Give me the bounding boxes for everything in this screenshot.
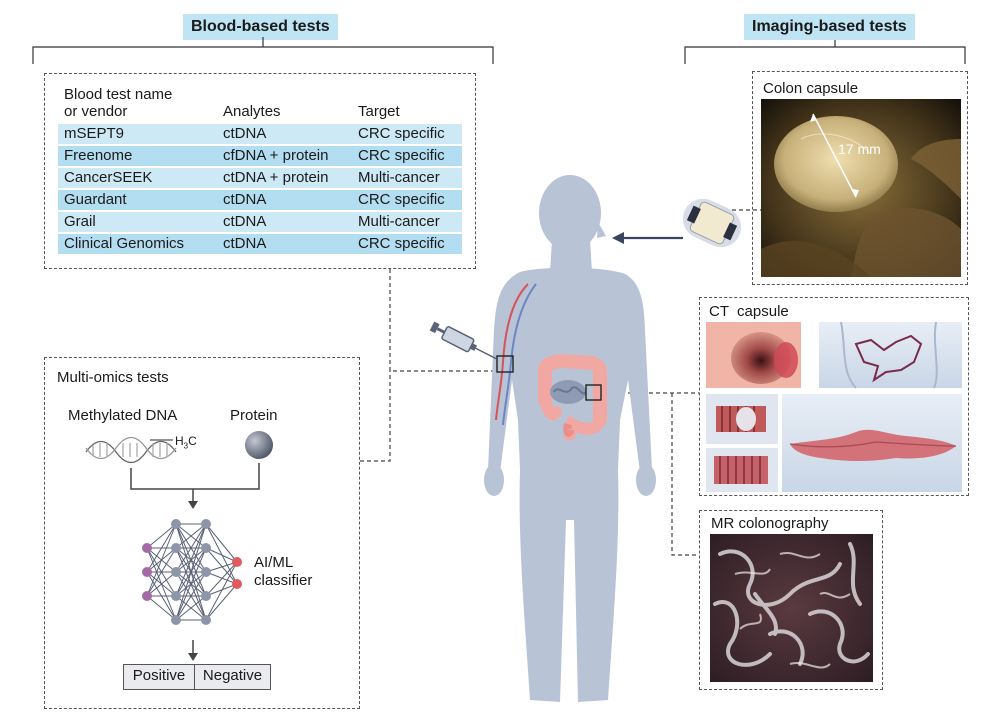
nn-edge (146, 523, 177, 573)
body-silhouette (484, 175, 656, 702)
nn-edge (175, 595, 207, 621)
nn-node (201, 615, 211, 625)
dna-helix-icon (85, 436, 177, 464)
ct-capsule-title: CT capsule (709, 303, 789, 320)
nn-node (171, 567, 181, 577)
nn-edge (175, 571, 207, 621)
blood-tests-header: Blood-based tests (183, 14, 338, 40)
nn-edge (205, 547, 238, 563)
nn-node (142, 543, 152, 553)
nn-node (142, 567, 152, 577)
nn-edge (175, 523, 207, 573)
syringe-icon (429, 321, 497, 360)
nn-edge (175, 547, 207, 621)
col-header-target: Target (358, 103, 400, 120)
negative-label: Negative (202, 667, 263, 684)
imaging-tests-header: Imaging-based tests (744, 14, 915, 40)
nn-node (171, 543, 181, 553)
capsule-icon (682, 198, 742, 248)
classifier-label: AI/ML classifier (254, 554, 313, 589)
nn-node (232, 557, 242, 567)
mr-colonography-image (710, 534, 873, 682)
positive-label: Positive (132, 667, 186, 684)
measurement-label: 17 mm (838, 141, 881, 157)
colon-capsule-title: Colon capsule (763, 80, 859, 97)
protein-label: Protein (230, 407, 278, 424)
nn-node (171, 519, 181, 529)
arm-focus-square (496, 355, 514, 373)
blood-tests-table: Blood test name or vendor Analytes Targe… (58, 84, 462, 256)
colon-capsule-image (761, 99, 961, 277)
nn-node (201, 567, 211, 577)
col-header-analytes: Analytes (223, 103, 281, 120)
colon-focus-square (585, 384, 602, 401)
multiomics-title: Multi-omics tests (57, 369, 169, 386)
nn-edge (175, 523, 207, 549)
nn-edge (175, 523, 207, 621)
nn-edge (205, 561, 238, 573)
nn-edge (205, 547, 238, 585)
methylated-dna-label: Methylated DNA (68, 407, 178, 424)
h3c-label: H3C (175, 434, 197, 451)
colon-capsule-box (752, 71, 968, 285)
multiomics-box (44, 357, 360, 709)
mr-colonography-box (699, 510, 883, 690)
nn-edge (146, 523, 177, 597)
nn-edge (175, 523, 207, 597)
col-header-name: Blood test name or vendor (64, 86, 173, 120)
nn-edge (146, 523, 177, 549)
nn-edge (146, 571, 177, 597)
nn-node (171, 591, 181, 601)
nn-edge (205, 523, 238, 563)
classification-output: Positive Negative (123, 664, 271, 690)
nn-node (201, 543, 211, 553)
nn-node (171, 615, 181, 625)
nn-node (201, 591, 211, 601)
mr-colonography-title: MR colonography (711, 515, 829, 532)
blood-tests-box (44, 73, 476, 269)
nn-node (142, 591, 152, 601)
colon-illustration (538, 354, 607, 441)
ct-capsule-box (699, 297, 969, 496)
nn-edge (146, 595, 177, 621)
ct-capsule-images (706, 322, 962, 492)
nn-edge (146, 547, 177, 597)
nn-node (232, 579, 242, 589)
nn-edge (205, 561, 238, 621)
nn-edge (205, 561, 238, 597)
nn-node (201, 519, 211, 529)
protein-sphere-icon (245, 431, 273, 459)
nn-edge (205, 571, 238, 585)
nn-edge (205, 523, 238, 585)
nn-edge (205, 583, 238, 621)
neural-network-icon (142, 519, 242, 625)
